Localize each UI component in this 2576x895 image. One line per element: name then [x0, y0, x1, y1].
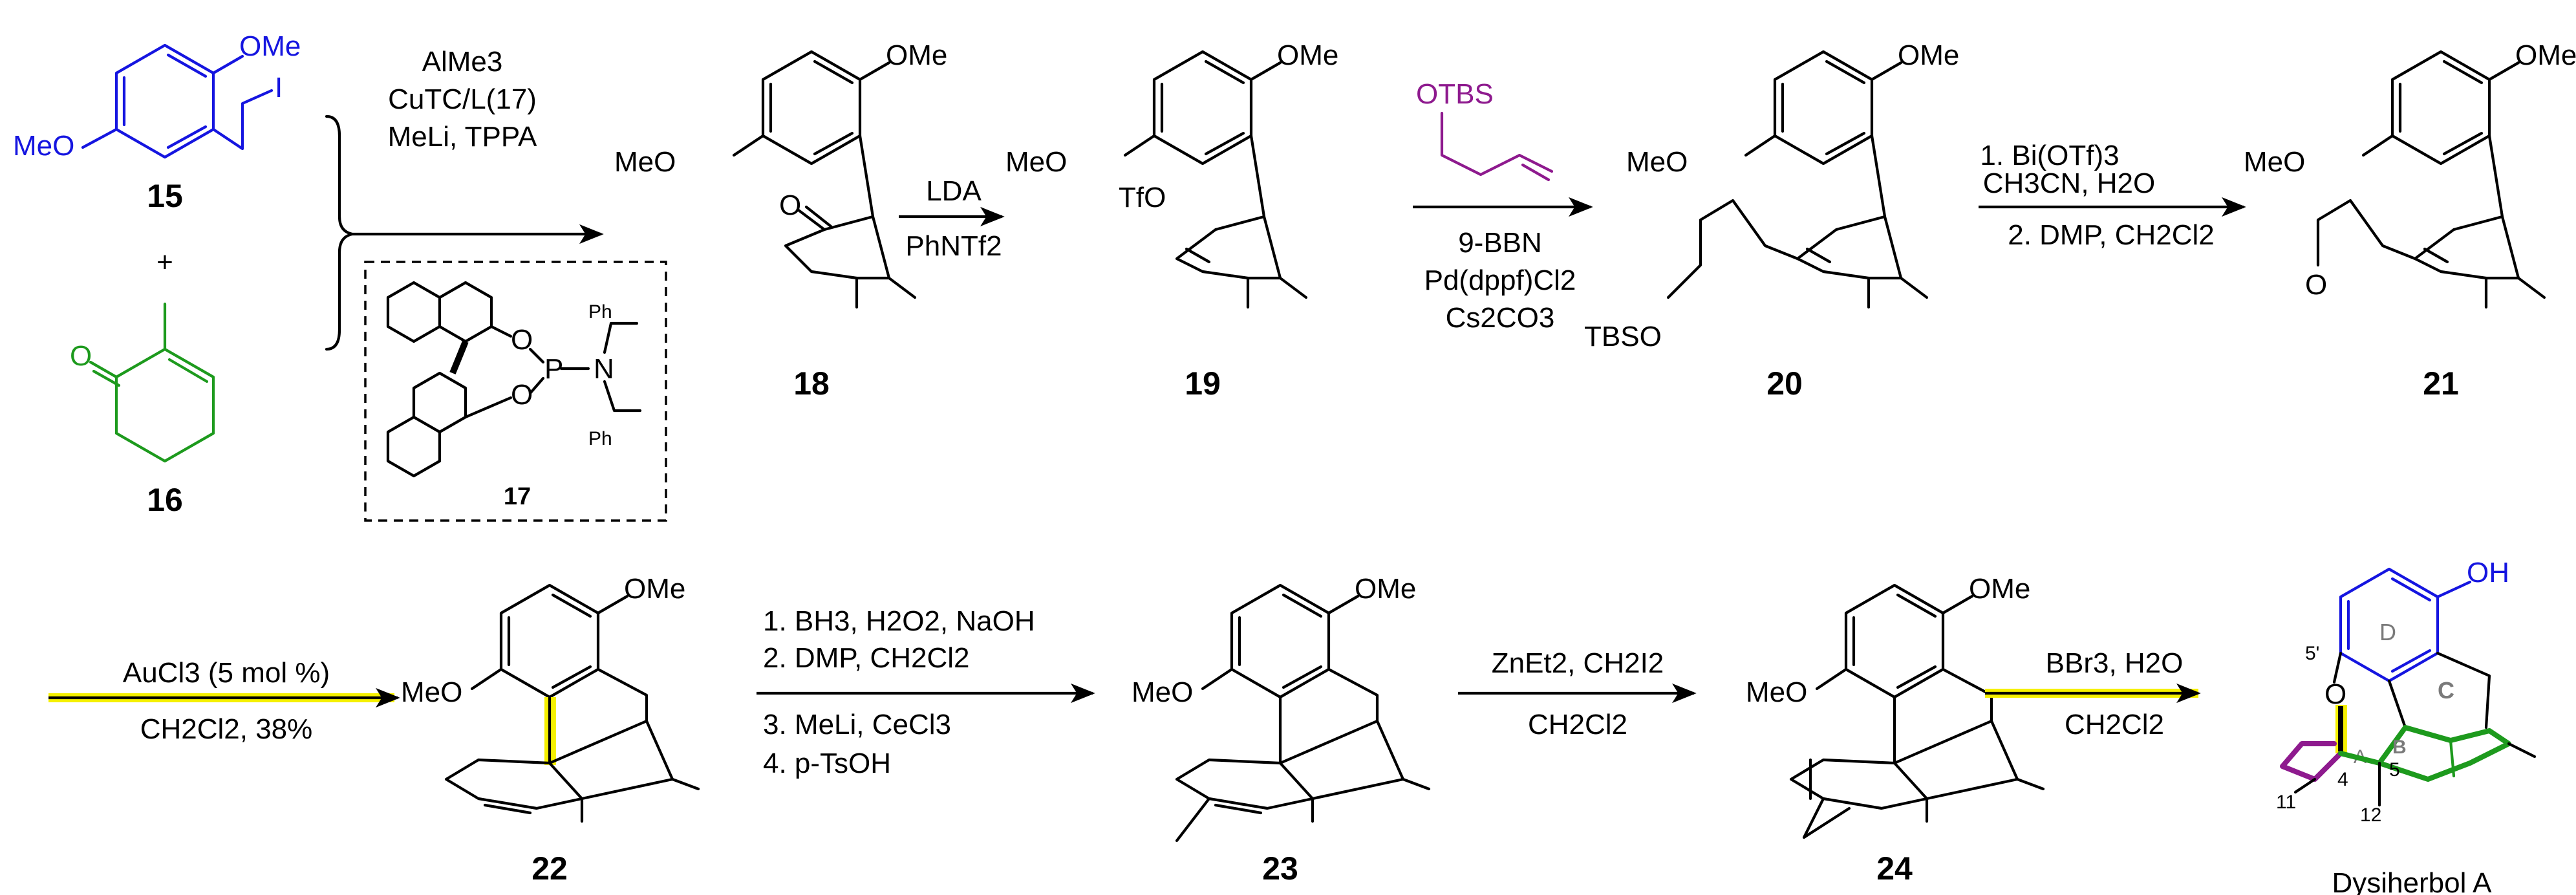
oh-label: OH: [2467, 557, 2509, 588]
compound-18-label: 18: [793, 365, 830, 402]
step4-bottom: 2. DMP, CH2Cl2: [2008, 219, 2215, 251]
ome-label: OMe: [1898, 39, 1959, 71]
compound-21: OMe MeO O 21: [2244, 39, 2576, 402]
step8-top: BBr3, H2O: [2046, 647, 2184, 679]
ome-label: OMe: [1277, 39, 1338, 71]
meo-label: MeO: [614, 146, 676, 178]
step2: LDA PhNTf2: [899, 175, 1005, 262]
oxygen-label: O: [779, 189, 801, 221]
compound-16-label: 16: [147, 482, 183, 518]
oxygen-label: O: [2305, 269, 2327, 301]
step4-top-1: 1. Bi(OTf)3: [1980, 140, 2119, 171]
step6-top-2: 2. DMP, CH2Cl2: [763, 642, 970, 674]
step5-bottom: CH2Cl2, 38%: [140, 713, 313, 745]
step1-reagent-3: MeLi, TPPA: [388, 121, 537, 153]
step4-top-2: CH3CN, H2O: [1983, 167, 2156, 199]
step7-bottom: CH2Cl2: [1528, 709, 1627, 740]
step6-top-1: 1. BH3, H2O2, NaOH: [763, 605, 1035, 637]
compound-19: OMe MeO TfO 19: [1005, 39, 1338, 402]
meo-label: MeO: [1746, 676, 1807, 708]
compound-20-label: 20: [1766, 365, 1803, 402]
compound-15: OMe MeO I 15: [13, 30, 301, 214]
pos-12-label: 12: [2360, 804, 2381, 826]
dysiherbol-a: OH D C O 5' A 4 11 B 5 12 Dysiherbol A: [2276, 557, 2537, 895]
compound-22: OMe MeO 22: [401, 573, 700, 887]
step6-bottom-1: 3. MeLi, CeCl3: [763, 709, 951, 740]
oxygen-label: O: [2324, 678, 2346, 710]
step3: OTBS 9-BBN Pd(dppf)Cl2 Cs2CO3: [1413, 78, 1593, 334]
otbs-label: TBSO: [1584, 321, 1662, 352]
compound-23-label: 23: [1262, 850, 1298, 887]
step6: 1. BH3, H2O2, NaOH 2. DMP, CH2Cl2 3. MeL…: [757, 605, 1095, 779]
compound-21-label: 21: [2423, 365, 2459, 402]
ome-label: OMe: [624, 573, 685, 605]
compound-22-label: 22: [531, 850, 568, 887]
step6-bottom-2: 4. p-TsOH: [763, 748, 891, 779]
brace: [325, 114, 354, 351]
o2-label: O: [511, 379, 533, 411]
step1-reagent-1: AlMe3: [422, 46, 503, 78]
ome-label: OMe: [1355, 573, 1416, 605]
compound-15-label: 15: [147, 178, 183, 214]
compound-24-label: 24: [1876, 850, 1913, 887]
step3-bottom-3: Cs2CO3: [1446, 302, 1555, 334]
plus-sign: +: [156, 246, 173, 278]
step7-top: ZnEt2, CH2I2: [1492, 647, 1664, 679]
iodo-label: I: [275, 72, 283, 103]
meo-label: MeO: [1132, 676, 1193, 708]
compound-24: OMe MeO 24: [1746, 573, 2045, 887]
ring-c-label: C: [2438, 677, 2454, 704]
step3-bottom-2: Pd(dppf)Cl2: [1424, 264, 1576, 296]
meo-label: MeO: [2244, 146, 2305, 178]
compound-23: OMe MeO 23: [1132, 573, 1431, 887]
compound-17-label: 17: [504, 483, 531, 510]
step8-bottom: CH2Cl2: [2065, 709, 2164, 740]
ome-label: OMe: [239, 30, 301, 62]
meo-label: MeO: [1005, 146, 1067, 178]
compound-19-label: 19: [1185, 365, 1221, 402]
compound-16: O 16: [70, 302, 215, 518]
step5: AuCl3 (5 mol %) CH2Cl2, 38%: [48, 657, 400, 745]
ome-label: OMe: [886, 39, 947, 71]
meo-label: MeO: [13, 130, 74, 162]
compound-17: O O P N Ph Ph 17: [364, 261, 667, 522]
ph1-label: Ph: [588, 301, 612, 323]
ph2-label: Ph: [588, 428, 612, 449]
step1: AlMe3 CuTC/L(17) MeLi, TPPA: [352, 46, 604, 244]
ome-label: OMe: [1969, 573, 2030, 605]
pos-5p-label: 5': [2305, 643, 2319, 664]
step5-top: AuCl3 (5 mol %): [123, 657, 330, 689]
pos-5-label: 5: [2389, 759, 2400, 781]
compound-20: OMe MeO TBSO 20: [1584, 39, 1959, 402]
pos-11-label: 11: [2276, 792, 2296, 813]
n-label: N: [594, 353, 614, 385]
step4: 1. Bi(OTf)3 CH3CN, H2O 2. DMP, CH2Cl2: [1979, 140, 2246, 251]
otbs-label: OTBS: [1416, 78, 1494, 110]
step1-reagent-2: CuTC/L(17): [388, 83, 537, 115]
ome-label: OMe: [2515, 39, 2576, 71]
ring-b-label: B: [2392, 737, 2407, 758]
meo-label: MeO: [1626, 146, 1688, 178]
compound-18: OMe MeO O 18: [614, 39, 947, 402]
step3-bottom-1: 9-BBN: [1458, 227, 1542, 259]
meo-label: MeO: [401, 676, 462, 708]
oxygen-label: O: [70, 340, 92, 372]
step2-bottom: PhNTf2: [905, 230, 1002, 262]
o1-label: O: [511, 324, 533, 356]
ring-d-label: D: [2379, 619, 2396, 645]
otf-label: TfO: [1119, 182, 1166, 213]
step8: BBr3, H2O CH2Cl2: [1985, 647, 2201, 740]
step2-top: LDA: [926, 175, 982, 207]
step7: ZnEt2, CH2I2 CH2Cl2: [1458, 647, 1697, 740]
dysiherbol-a-label: Dysiherbol A: [2332, 867, 2492, 895]
pos-4-label: 4: [2337, 769, 2348, 790]
